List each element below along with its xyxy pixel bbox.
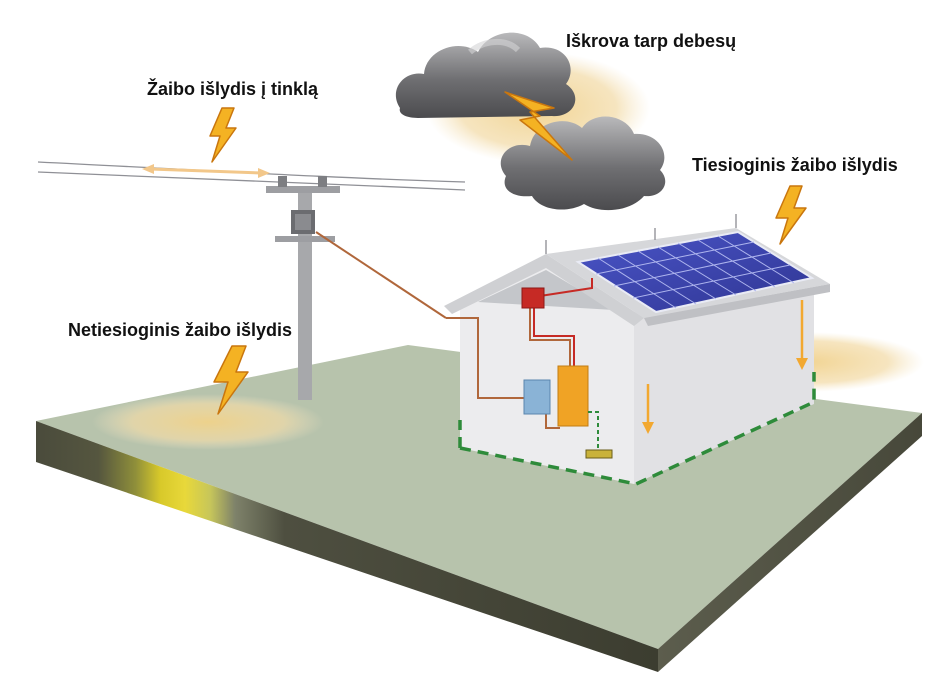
roof-eave bbox=[444, 254, 644, 326]
inverter-box bbox=[557, 365, 589, 427]
ground-front-face bbox=[36, 421, 658, 672]
house-wiring bbox=[446, 278, 593, 429]
lightning-bolt-icon bbox=[775, 185, 807, 245]
solar-panel-icon bbox=[575, 230, 815, 314]
cloud-icon bbox=[500, 116, 666, 211]
power-pole-icon bbox=[266, 176, 340, 400]
lightning-bolt-icon bbox=[209, 107, 237, 163]
house-front-wall bbox=[460, 262, 634, 484]
ground-right-face bbox=[658, 413, 922, 672]
earth-wire bbox=[588, 411, 599, 448]
house-side-wall bbox=[634, 290, 814, 484]
direct-strike-label: Tiesioginis žaibo išlydis bbox=[692, 155, 898, 175]
indirect-strike-glow bbox=[92, 394, 324, 450]
earth-bar bbox=[585, 449, 613, 459]
surge-arrow-icon bbox=[142, 164, 270, 178]
cloud-icon bbox=[395, 32, 576, 118]
lightning-bolt-icon bbox=[213, 345, 249, 415]
cloud-discharge-label: Iškrova tarp debesų bbox=[566, 31, 737, 51]
grid-strike-label: Žaibo išlydis į tinklą bbox=[147, 79, 319, 99]
earthing-ring bbox=[459, 372, 816, 486]
combiner-box bbox=[521, 287, 545, 309]
attic bbox=[478, 270, 614, 310]
service-wire bbox=[315, 231, 447, 319]
meter-box bbox=[523, 379, 551, 415]
indirect-strike-label: Netiesioginis žaibo išlydis bbox=[68, 320, 293, 340]
power-lines bbox=[37, 161, 466, 191]
surge-arrow-icon bbox=[642, 300, 808, 434]
lightning-bolt-icon bbox=[504, 91, 573, 161]
roof-edge bbox=[644, 284, 830, 326]
